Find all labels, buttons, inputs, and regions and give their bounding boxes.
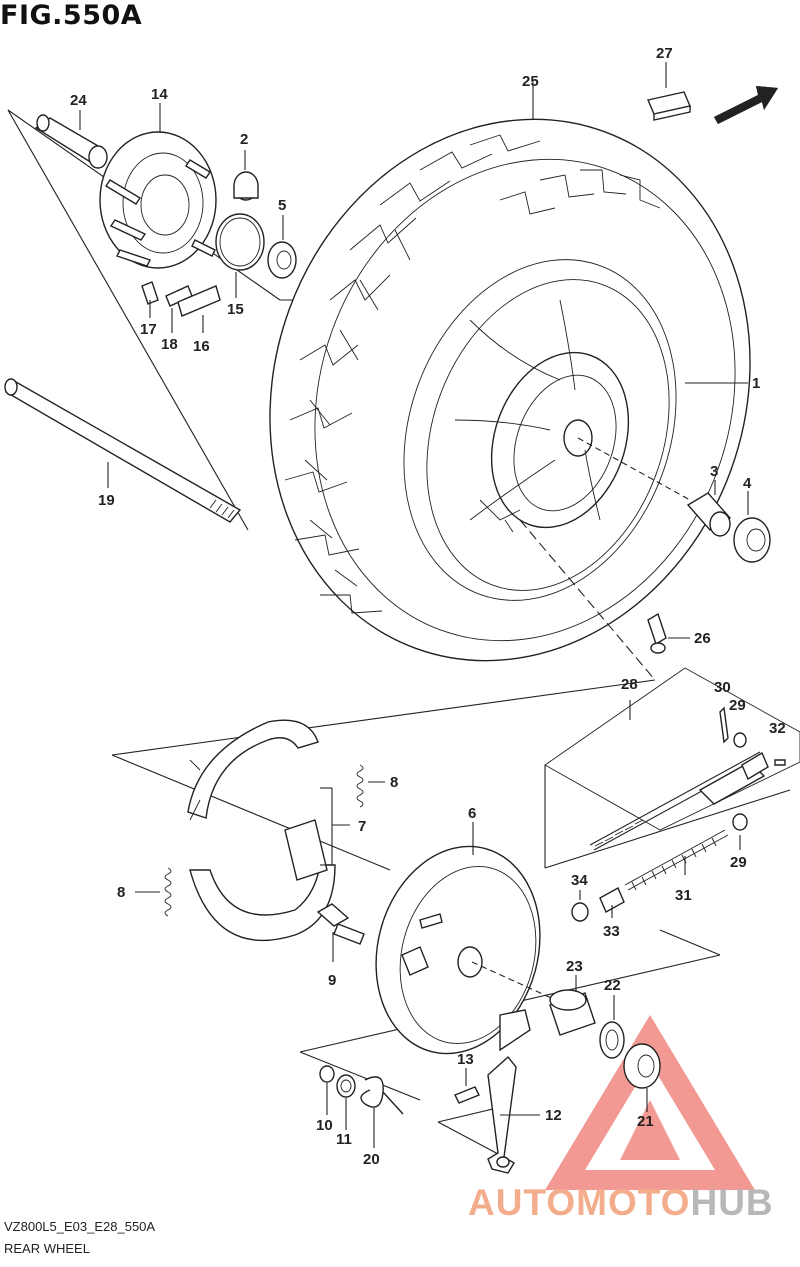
- callout-31: 31: [675, 887, 692, 904]
- figure-code: VZ800L5_E03_E28_550A: [4, 1219, 156, 1234]
- rear-axle: [4, 378, 242, 523]
- brake-cam: [316, 903, 365, 962]
- callout-22: 22: [604, 977, 621, 994]
- callout-12: 12: [545, 1107, 562, 1124]
- callout-19: 19: [98, 492, 115, 509]
- callout-28: 28: [621, 676, 638, 693]
- watermark-text: AUTOMOTOHUB: [468, 1182, 774, 1224]
- callout-29b: 29: [730, 854, 747, 871]
- callout-30: 30: [714, 679, 731, 696]
- callout-3: 3: [710, 463, 718, 480]
- callout-24: 24: [70, 92, 87, 109]
- watermark-part-a: AUTOMOTO: [468, 1182, 691, 1223]
- callout-2: 2: [240, 131, 248, 148]
- callout-29a: 29: [729, 697, 746, 714]
- callout-8a: 8: [390, 774, 398, 791]
- callout-33: 33: [603, 923, 620, 940]
- callout-21: 21: [637, 1113, 654, 1130]
- hub-parts: [34, 103, 297, 333]
- shoe-springs: [135, 764, 385, 917]
- callout-14: 14: [151, 86, 168, 103]
- callout-labels: 1 2 3 4 5 6 7 8 8 9 10 11 12 13 14 15 16…: [70, 45, 786, 1168]
- callout-5: 5: [278, 197, 286, 214]
- callout-16: 16: [193, 338, 210, 355]
- callout-27: 27: [656, 45, 673, 62]
- cam-washers-spring: [319, 1065, 404, 1148]
- callout-23: 23: [566, 958, 583, 975]
- cam-lever: [454, 1055, 540, 1174]
- callout-34: 34: [571, 872, 588, 889]
- brake-shoes: [187, 719, 350, 942]
- brake-panel: [375, 822, 579, 1055]
- watermark-part-b: HUB: [690, 1182, 774, 1223]
- callout-7: 7: [358, 818, 366, 835]
- watermark-logo-icon: [545, 1015, 755, 1190]
- figure-title: FIG.550A: [0, 0, 143, 31]
- callout-18: 18: [161, 336, 178, 353]
- callout-20: 20: [363, 1151, 380, 1168]
- callout-10: 10: [316, 1117, 333, 1134]
- callout-25: 25: [522, 73, 539, 90]
- callout-9: 9: [328, 972, 336, 989]
- figure-name: REAR WHEEL: [4, 1241, 90, 1256]
- callout-6: 6: [468, 805, 476, 822]
- callout-4: 4: [743, 475, 752, 492]
- brake-rod-group: [544, 667, 800, 922]
- fwd-arrow-icon: [714, 86, 778, 124]
- callout-26: 26: [694, 630, 711, 647]
- callout-11: 11: [336, 1131, 352, 1148]
- callout-8b: 8: [117, 884, 125, 901]
- panel-spacer-nut: [549, 975, 661, 1112]
- valve-and-balancer: [647, 62, 778, 654]
- rear-wheel-rim: [403, 259, 748, 681]
- callout-1: 1: [752, 375, 760, 392]
- callout-15: 15: [227, 301, 244, 318]
- rear-tire: [269, 80, 751, 662]
- spacer-bearing-right: [686, 480, 771, 563]
- callout-17: 17: [140, 321, 157, 338]
- callout-32: 32: [769, 720, 786, 737]
- callout-13: 13: [457, 1051, 474, 1068]
